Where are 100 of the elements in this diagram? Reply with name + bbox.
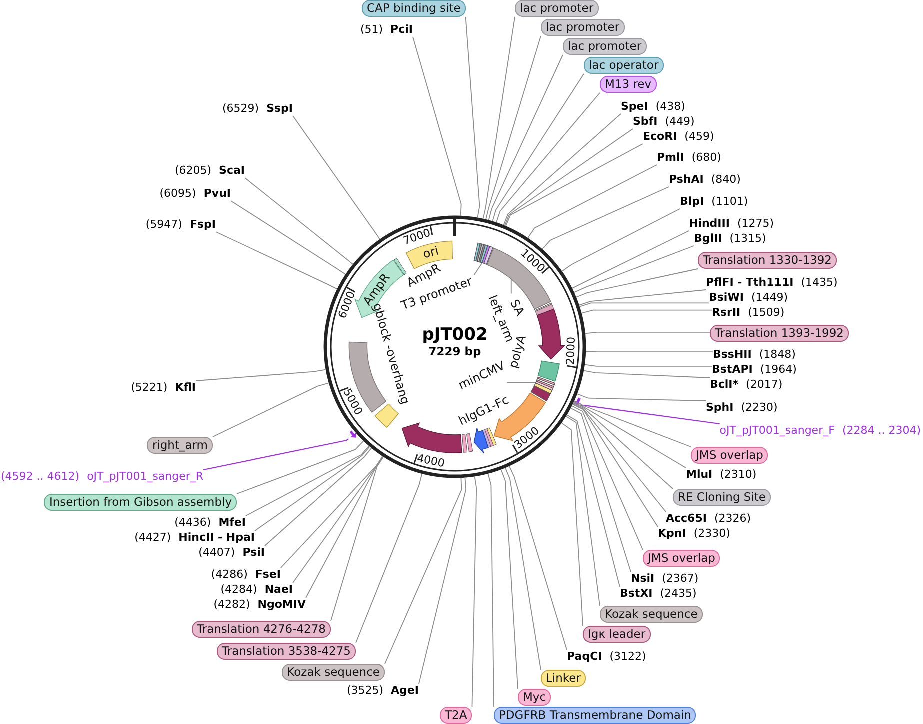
cut-site-label: Acc65I (2326) <box>666 512 752 526</box>
leader-line <box>572 230 690 289</box>
cut-site-label: (5947) FspI <box>146 218 216 232</box>
feature-tag: right_arm <box>147 437 213 454</box>
cut-site-label: SphI (2230) <box>706 401 778 415</box>
leader-line <box>356 474 423 644</box>
leader-line <box>572 406 644 550</box>
leader-line <box>496 92 600 223</box>
leader-line <box>509 466 568 650</box>
leader-line <box>572 404 666 512</box>
leader-line <box>581 405 720 425</box>
leader-line <box>492 74 584 222</box>
cut-site-label: PshAI (840) <box>669 173 741 187</box>
leader-line <box>203 438 350 471</box>
leader-line <box>586 351 714 353</box>
tick-label: 6000 <box>336 289 358 320</box>
leader-line <box>330 456 384 622</box>
feature-tag: RE Cloning Site <box>673 489 771 506</box>
leader-line <box>584 370 710 378</box>
cut-site-label: (5221) KflI <box>131 381 196 395</box>
leader-line <box>196 369 326 382</box>
leader-line <box>504 128 634 226</box>
leader-line <box>246 446 370 516</box>
cut-site-label: (4284) NaeI <box>220 583 293 597</box>
leader-line <box>212 382 330 438</box>
cut-site-label: NsiI (2367) <box>631 572 699 586</box>
leader-line <box>264 448 372 546</box>
leader-line <box>500 469 518 690</box>
cut-site-label: SpeI (438) <box>621 100 686 114</box>
leader-line <box>503 114 622 226</box>
leader-line <box>216 232 338 290</box>
feature-tag: Kozak sequence <box>600 606 703 623</box>
primer-arrow-icon <box>348 430 357 439</box>
leader-line <box>292 456 384 584</box>
feature-tag: Linker <box>541 670 586 687</box>
feature-tag: Myc <box>518 689 552 706</box>
feature-tag: Kozak sequence <box>282 664 385 681</box>
leader-line <box>474 262 483 276</box>
feature-tag: CAP binding site <box>362 0 466 17</box>
plasmid-ring <box>323 215 587 479</box>
cut-site-label: KpnI (2330) <box>658 527 730 541</box>
feature-tag: JMS overlap <box>691 447 768 464</box>
leader-line <box>528 164 658 238</box>
cut-site-label: PmlI (680) <box>657 151 722 165</box>
cut-site-label: (4407) PsiI <box>198 546 265 560</box>
feature-tag: JMS overlap <box>643 550 720 567</box>
cut-site-label: RsrII (1509) <box>712 306 785 320</box>
cut-site-label: (6095) PvuI <box>160 187 231 201</box>
leader-line <box>482 16 516 220</box>
cut-site-label: (51) PciI <box>360 23 413 37</box>
feature-label: SA <box>508 298 526 318</box>
leader-line <box>254 446 370 532</box>
leader-line <box>562 208 680 272</box>
leader-line <box>584 364 712 367</box>
leader-line <box>573 402 674 490</box>
leader-line <box>573 402 686 468</box>
plasmid-size: 7229 bp <box>428 345 482 359</box>
primer-arrow-icon <box>574 397 582 407</box>
plasmid-name: pJT002 <box>422 326 488 346</box>
cut-site-label: (4282) NgoMIV <box>214 598 306 612</box>
cut-site-label: EcoRI (459) <box>643 130 714 144</box>
leader-line <box>236 440 364 494</box>
primer-label: (4592 .. 4612) oJT_pJT001_sanger_R <box>1 470 204 484</box>
leader-line <box>505 468 542 670</box>
leader-line <box>306 456 384 598</box>
feature-tag: Translation 1330-1392 <box>698 252 837 269</box>
leader-line <box>488 54 564 221</box>
cut-site-label: SbfI (449) <box>633 115 695 129</box>
leader-line <box>570 408 632 572</box>
leader-line <box>465 16 480 218</box>
leader-line <box>579 302 710 308</box>
leader-line <box>488 473 494 708</box>
leader-line <box>230 200 346 275</box>
leader-line <box>542 186 670 250</box>
leader-line <box>574 401 692 448</box>
leader-line <box>412 36 462 216</box>
cut-site-label: BsiWI (1449) <box>709 291 788 305</box>
leader-line <box>510 278 512 294</box>
cut-site-label: (4427) HincII - HpaI <box>134 531 255 545</box>
cut-site-label: (6205) ScaI <box>174 164 245 178</box>
leader-line <box>581 310 712 314</box>
cut-site-label: BlpI (1101) <box>680 195 748 209</box>
cut-site-label: (4286) FseI <box>211 568 281 582</box>
feature-tag: Insertion from Gibson assembly <box>44 494 237 511</box>
leader-line <box>418 477 467 684</box>
leader-line <box>576 268 698 298</box>
cut-site-label: PflFI - Tth111I (1435) <box>706 276 838 290</box>
feature-tag: lac promoter <box>541 19 625 36</box>
cut-site-label: MluI (2310) <box>686 468 757 482</box>
leader-line <box>472 476 478 708</box>
feature-tag: lac promoter <box>563 38 647 55</box>
cut-site-label: (4436) MfeI <box>174 516 246 530</box>
leader-line <box>585 332 710 334</box>
cut-site-label: PaqCI (3122) <box>567 650 646 664</box>
leader-line <box>566 414 620 588</box>
feature-tag: T2A <box>440 707 472 724</box>
leader-line <box>577 394 706 402</box>
cut-site-label: (6529) SspI <box>222 102 293 116</box>
leader-line <box>280 456 384 568</box>
feature-band <box>374 403 400 430</box>
